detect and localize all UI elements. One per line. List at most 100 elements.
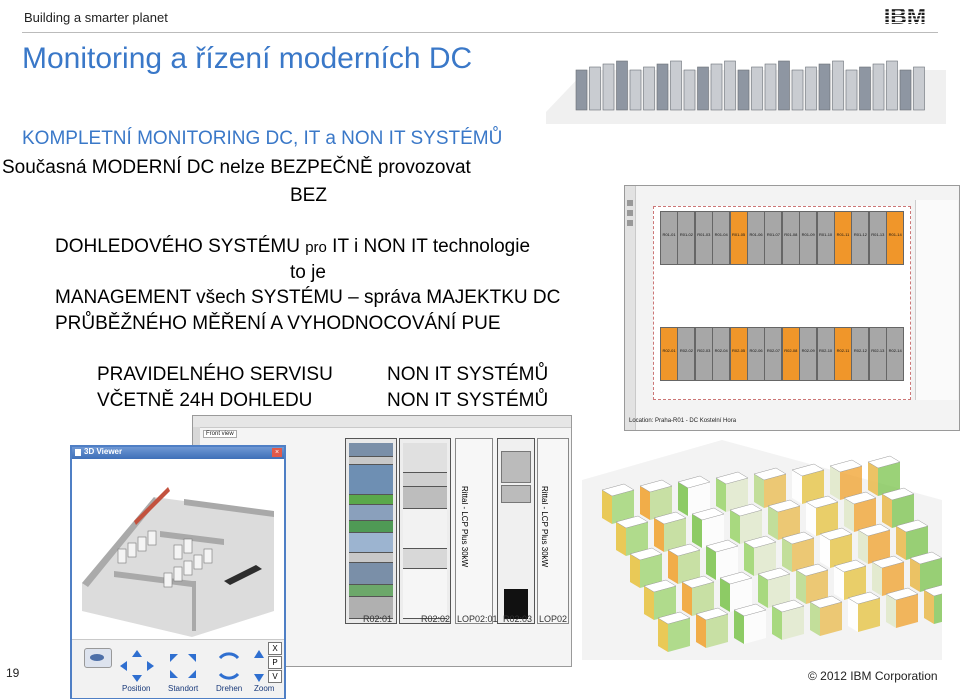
rack-label-4: R02:03 <box>503 614 533 624</box>
floorplan-rack[interactable]: R01-13 <box>868 211 887 265</box>
floorplan-rack[interactable]: R02-01 <box>660 327 678 381</box>
floorplan-rack[interactable]: R01-08 <box>781 211 800 265</box>
rack-unit[interactable] <box>349 457 393 465</box>
rotate-icon[interactable] <box>212 650 246 682</box>
floorplan-rack[interactable]: R02-04 <box>712 327 731 381</box>
position-arrows-icon[interactable] <box>120 650 154 682</box>
rack-unit[interactable] <box>403 569 447 619</box>
heatmap-rack <box>871 555 905 596</box>
close-icon[interactable]: × <box>272 448 282 457</box>
floorplan-rack-label: R02-06 <box>749 348 763 353</box>
floorplan-rack[interactable]: R01-10 <box>816 211 835 265</box>
rack-unit[interactable] <box>403 549 447 569</box>
floorplan-rack[interactable]: R02-14 <box>886 327 905 381</box>
floorplan-rack-label: R02-12 <box>853 348 867 353</box>
side-button-v[interactable]: V <box>268 670 282 683</box>
side-button-p[interactable]: P <box>268 656 282 669</box>
rack-unit[interactable] <box>403 487 447 509</box>
rack-unit[interactable] <box>349 465 393 495</box>
floorplan-rack[interactable]: R02-09 <box>799 327 818 381</box>
rack-r02-01[interactable] <box>345 438 397 624</box>
floorplan-rack[interactable]: R02-11 <box>834 327 852 381</box>
rack-unit[interactable] <box>403 443 447 473</box>
floorplan-rack[interactable]: R02-02 <box>677 327 696 381</box>
side-button-x[interactable]: X <box>268 642 282 655</box>
rack-unit[interactable] <box>403 509 447 549</box>
eye-icon[interactable] <box>84 648 112 668</box>
rack-r02-03[interactable] <box>497 438 535 624</box>
rack-unit[interactable] <box>349 597 393 619</box>
floorplan-rack[interactable]: R01-11 <box>834 211 852 265</box>
viewer-rack <box>173 544 183 560</box>
viewer-rack <box>193 554 203 570</box>
viewer-rack <box>173 566 183 582</box>
heatmap-rack <box>715 471 749 512</box>
floorplan-rack[interactable]: R02-08 <box>781 327 800 381</box>
heatmap-rack <box>809 595 843 636</box>
floorplan-rack[interactable]: R02-07 <box>764 327 783 381</box>
floorplan-rack[interactable]: R01-14 <box>886 211 905 265</box>
top-image-rack <box>683 69 696 111</box>
header-tagline: Building a smarter planet <box>24 10 168 25</box>
heatmap-rack <box>677 475 711 516</box>
rack-unit[interactable] <box>349 533 393 553</box>
rack-unit[interactable] <box>403 473 447 487</box>
text-line-5: to je <box>290 262 326 283</box>
viewer-rack <box>203 548 213 564</box>
lcp-label-2: Rittal - LCP Plus 30kW <box>540 486 549 568</box>
floorplan-rack[interactable]: R02-03 <box>694 327 713 381</box>
rack-label-3: LOP02:01 <box>457 614 498 624</box>
rack-r02-02[interactable] <box>399 438 451 624</box>
heatmap-rack <box>843 491 877 532</box>
viewer-rack <box>127 542 137 558</box>
rack-label-5: LOP02 <box>539 614 568 624</box>
top-image-rack <box>845 69 858 111</box>
viewer-title: 3D Viewer <box>84 447 123 456</box>
header-divider <box>22 32 938 33</box>
top-image-rack <box>656 63 669 111</box>
heatmap-rack <box>653 511 687 552</box>
heatmap-rack <box>643 579 677 620</box>
lcp-unit-1[interactable] <box>455 438 493 624</box>
floorplan-rack[interactable]: R01-12 <box>851 211 870 265</box>
floorplan-rack[interactable]: R02-10 <box>816 327 835 381</box>
control-label-zoom: Zoom <box>254 684 275 693</box>
ibm-logo: IBM IBM <box>874 3 936 29</box>
floorplan-rack-label: R02-10 <box>819 348 833 353</box>
standort-arrows-icon[interactable] <box>166 650 200 682</box>
floorplan-rack[interactable]: R01-01 <box>660 211 678 265</box>
datacenter-3d-heatmap-image <box>582 440 957 660</box>
floorplan-rack[interactable]: R01-06 <box>747 211 765 265</box>
toolbar-tool-icon[interactable] <box>627 210 633 216</box>
rack-unit[interactable] <box>349 495 393 505</box>
text-line-4c: IT i NON IT technologie <box>326 236 531 257</box>
floorplan-rack[interactable]: R02-06 <box>747 327 765 381</box>
floorplan-status-text: Location: Praha-R01 - DC Kostelní Hora <box>629 418 737 424</box>
lcp-unit-2[interactable] <box>537 438 569 624</box>
rack-unit[interactable] <box>349 563 393 585</box>
floorplan-rack[interactable]: R01-03 <box>694 211 713 265</box>
floorplan-rack[interactable]: R01-04 <box>712 211 731 265</box>
floorplan-rack[interactable]: R01-02 <box>677 211 696 265</box>
floorplan-rack[interactable]: R02-05 <box>729 327 748 381</box>
toolbar-tool-icon[interactable] <box>627 200 633 206</box>
zoom-icon[interactable] <box>252 650 266 682</box>
rack-unit[interactable] <box>349 585 393 597</box>
floorplan-rack-label: R02-04 <box>714 348 728 353</box>
text-line-1: KOMPLETNÍ MONITORING DC, IT a NON IT SYS… <box>22 128 503 149</box>
floorplan-rack-label: R02-01 <box>662 348 676 353</box>
rack-unit[interactable] <box>349 443 393 457</box>
floorplan-rack[interactable]: R02-13 <box>868 327 887 381</box>
floorplan-rack[interactable]: R02-12 <box>851 327 870 381</box>
floorplan-rack-label: R01-14 <box>888 232 902 237</box>
rack-unit[interactable] <box>349 505 393 521</box>
rack-unit[interactable] <box>349 521 393 533</box>
floorplan-rack[interactable]: R01-09 <box>799 211 818 265</box>
floorplan-rack[interactable]: R01-07 <box>764 211 783 265</box>
floorplan-rack[interactable]: R01-05 <box>729 211 748 265</box>
floorplan-rack-label: R01-08 <box>784 232 798 237</box>
heatmap-rack <box>681 575 715 616</box>
rack-unit[interactable] <box>349 553 393 563</box>
toolbar-tool-icon[interactable] <box>627 220 633 226</box>
heatmap-rack <box>895 519 929 560</box>
